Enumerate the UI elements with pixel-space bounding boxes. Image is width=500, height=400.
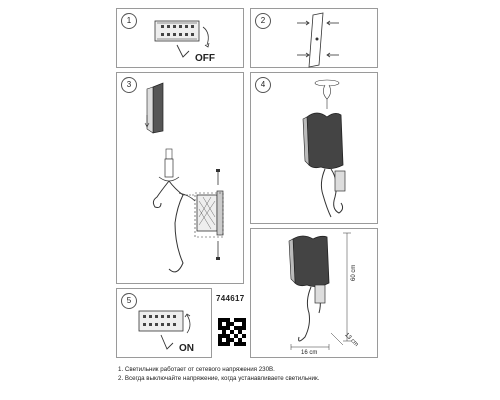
installed-lamp-illustration: [302, 79, 346, 218]
dimensions-panel: 60 cm 16 cm 13 cm: [250, 228, 378, 358]
width-dimension-label: 16 cm: [301, 350, 318, 356]
step-2-panel: 2: [250, 8, 378, 68]
product-code: 744617: [216, 294, 245, 303]
step-5-number: 5: [121, 293, 137, 309]
note-2: 2. Всегда выключайте напряжение, когда у…: [118, 375, 320, 382]
step-4-panel: 4: [250, 72, 378, 224]
height-dimension-label: 60 cm: [351, 264, 357, 281]
switch-off-illustration: [154, 20, 210, 58]
on-label: ON: [179, 343, 194, 354]
note-1: 1. Светильник работает от сетевого напря…: [118, 366, 275, 373]
step-1-number: 1: [121, 13, 137, 29]
step-4-number: 4: [255, 77, 271, 93]
mounting-bracket-illustration: [297, 12, 339, 68]
assembly-illustration: [144, 82, 224, 273]
step-2-number: 2: [255, 13, 271, 29]
switch-on-illustration: [138, 310, 191, 350]
qr-code: [218, 318, 246, 346]
step-3-panel: 3: [116, 72, 244, 284]
step-1-panel: 1 OFF: [116, 8, 244, 68]
safety-notes: 1. Светильник работает от сетевого напря…: [118, 365, 319, 383]
dimension-drawing: [288, 232, 351, 350]
step-3-number: 3: [121, 77, 137, 93]
step-5-panel: 5 ON: [116, 288, 212, 358]
off-label: OFF: [195, 53, 215, 64]
